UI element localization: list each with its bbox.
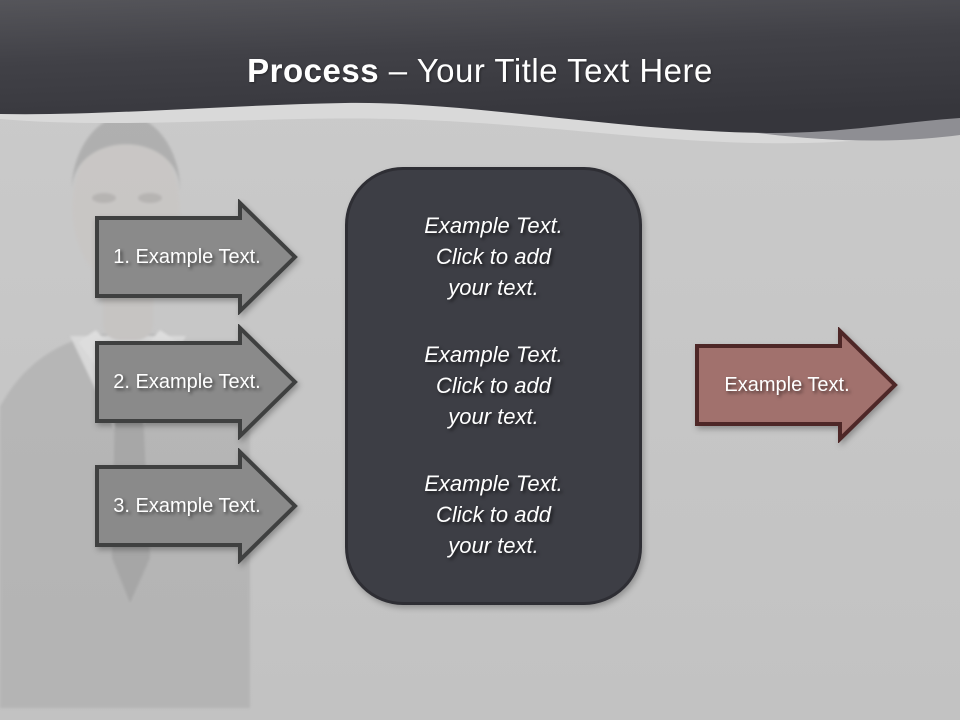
center-box-paragraph-1: Example Text. Click to add your text. [424,213,563,300]
step-arrow-2-shape [95,324,298,440]
center-box-paragraph-2: Example Text. Click to add your text. [424,342,563,429]
eye-left [92,193,116,203]
step-arrow-3-shape [95,448,298,564]
step-arrow-1-shape [95,199,298,315]
header-dark-shape [0,0,960,133]
title-rest-text: – Your Title Text Here [379,52,713,89]
center-box-paragraph-3: Example Text. Click to add your text. [424,471,563,558]
step-arrow-1: 1. Example Text. [95,199,299,315]
page-title: Process – Your Title Text Here [0,52,960,90]
header-wave [0,0,960,144]
step-arrow-3-label: 3. Example Text. [113,494,261,517]
result-arrow-label: Example Text. [724,373,850,396]
step-arrow-1-label: 1. Example Text. [113,245,261,268]
result-arrow: Example Text. [695,327,899,443]
step-arrow-2-label: 2. Example Text. [113,370,261,393]
title-bold-text: Process [247,52,380,89]
step-arrow-3: 3. Example Text. [95,448,299,564]
step-arrow-2: 2. Example Text. [95,324,299,440]
result-arrow-shape [695,327,898,443]
center-text-box: Example Text. Click to add your text. Ex… [345,167,642,605]
hair-shape [71,116,181,193]
eye-right [138,193,162,203]
